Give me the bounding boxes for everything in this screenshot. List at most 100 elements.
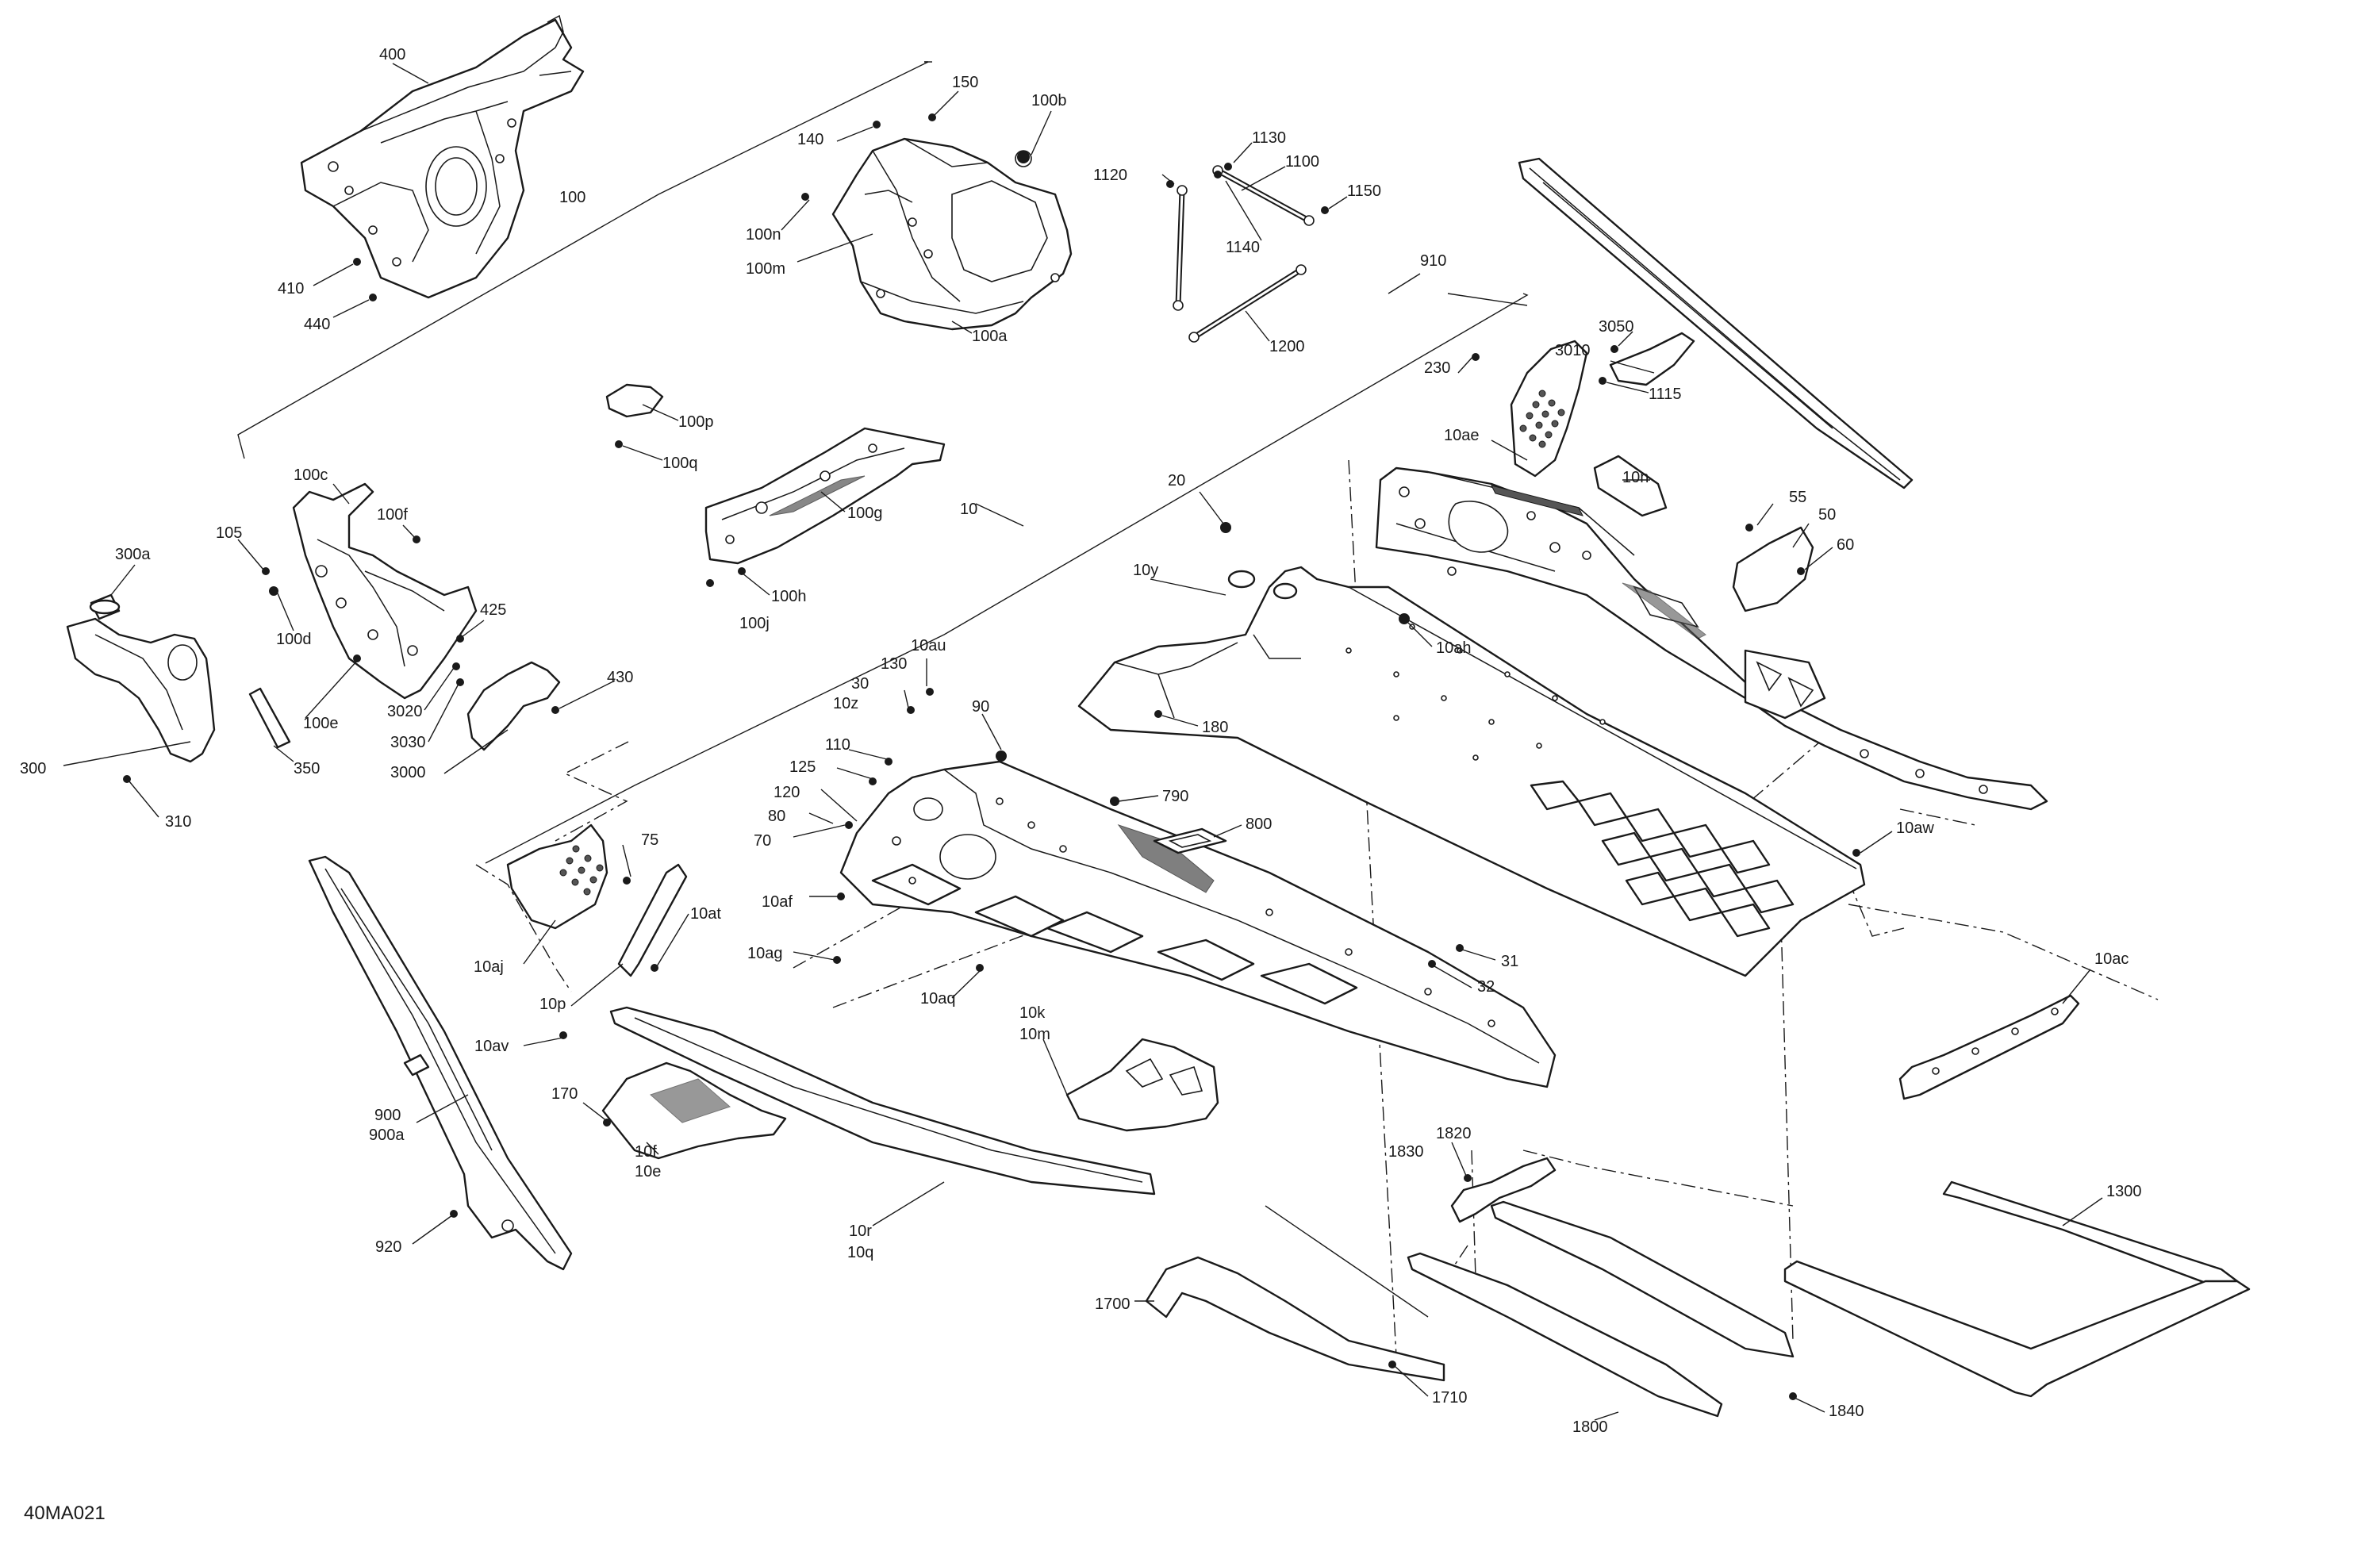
callout-1200: 1200 — [1269, 338, 1305, 355]
callout-1300: 1300 — [2106, 1183, 2142, 1200]
callout-10ae: 10ae — [1444, 427, 1480, 444]
callout-400: 400 — [379, 46, 405, 63]
part-10ae-bracket — [1510, 332, 1695, 517]
callout-10ac: 10ac — [2094, 950, 2129, 968]
reference-code: 40MA021 — [24, 1503, 106, 1524]
callout-100n: 100n — [746, 226, 781, 244]
callout-90: 90 — [972, 698, 989, 716]
callout-10au: 10au — [911, 637, 946, 654]
callout-10: 10 — [960, 501, 977, 518]
callout-100e: 100e — [303, 715, 339, 732]
callout-100m: 100m — [746, 260, 785, 278]
callout-100b: 100b — [1031, 92, 1067, 109]
callout-55: 55 — [1789, 489, 1806, 506]
callout-430: 430 — [607, 669, 633, 686]
callout-350: 350 — [294, 760, 320, 777]
part-50-plate — [1732, 526, 1814, 612]
callout-80: 80 — [768, 808, 785, 825]
callout-100a: 100a — [972, 328, 1008, 345]
callout-100g: 100g — [847, 505, 883, 522]
part-10ac-rail — [1898, 994, 2080, 1100]
callout-10n: 10n — [1622, 469, 1649, 486]
callout-1140: 1140 — [1226, 239, 1260, 256]
part-10f-footrest — [601, 1061, 787, 1160]
callout-300: 300 — [20, 760, 46, 777]
callout-425: 425 — [480, 601, 506, 619]
callout-1120: 1120 — [1093, 167, 1127, 184]
callout-10q: 10q — [847, 1244, 873, 1261]
part-1700-running-board — [1145, 1256, 1445, 1382]
callout-110: 110 — [825, 736, 850, 754]
callout-100q: 100q — [662, 455, 698, 472]
callout-labels: 400 100 140 150 100b 100n 100m 100a 410 … — [20, 46, 2142, 1436]
callout-60: 60 — [1837, 536, 1854, 554]
callout-3020: 3020 — [387, 703, 423, 720]
callout-1710: 1710 — [1432, 1389, 1468, 1407]
callout-1840: 1840 — [1829, 1403, 1864, 1420]
callout-leader-lines — [63, 63, 2103, 1421]
callout-10y: 10y — [1133, 562, 1158, 579]
callout-10p: 10p — [539, 996, 566, 1013]
callout-100: 100 — [559, 189, 585, 206]
part-10-tunnel — [1077, 566, 1866, 977]
part-400-front-frame — [300, 14, 585, 299]
callout-10z: 10z — [833, 695, 858, 712]
callout-3000: 3000 — [390, 764, 426, 781]
callout-910: 910 — [1420, 252, 1446, 270]
callout-3050: 3050 — [1599, 318, 1634, 336]
callout-300a: 300a — [115, 546, 151, 563]
part-1300-bumper — [1783, 1180, 2251, 1398]
part-1100-1200-rods — [1173, 165, 1315, 343]
callout-70: 70 — [754, 832, 771, 850]
callout-3030: 3030 — [390, 734, 426, 751]
callout-10aq: 10aq — [920, 990, 956, 1008]
callout-31: 31 — [1501, 953, 1518, 970]
part-100-bulkhead — [831, 137, 1073, 331]
callout-900: 900 — [374, 1107, 401, 1124]
callout-100c: 100c — [294, 466, 328, 484]
callout-50: 50 — [1818, 506, 1836, 524]
callout-105: 105 — [216, 524, 242, 542]
callout-10m: 10m — [1019, 1026, 1050, 1043]
part-10p-bracket — [617, 863, 688, 977]
callout-1130: 1130 — [1252, 129, 1286, 147]
callout-10k: 10k — [1019, 1004, 1046, 1022]
part-900-pillar-strut — [308, 855, 573, 1271]
callout-10at: 10at — [690, 905, 721, 923]
part-300-spindle-bracket — [66, 593, 291, 763]
callout-10af: 10af — [762, 893, 793, 911]
callout-10ah: 10ah — [1436, 639, 1472, 657]
callout-310: 310 — [165, 813, 191, 831]
callout-3010: 3010 — [1555, 342, 1591, 359]
fasteners — [123, 113, 1860, 1400]
callout-440: 440 — [304, 316, 330, 333]
callout-10aw: 10aw — [1896, 819, 1934, 837]
callout-75: 75 — [641, 831, 658, 849]
callout-120: 120 — [774, 784, 800, 801]
callout-125: 125 — [789, 758, 816, 776]
callout-800: 800 — [1246, 816, 1272, 833]
callout-100p: 100p — [678, 413, 714, 431]
part-10-right-side-rail — [1375, 466, 2048, 811]
part-800-plate — [1153, 827, 1227, 854]
part-10k-plate — [1065, 1038, 1219, 1132]
callout-1800: 1800 — [1572, 1418, 1608, 1436]
callout-1700: 1700 — [1095, 1295, 1130, 1313]
part-3000-bracket — [466, 661, 561, 751]
callout-170: 170 — [551, 1085, 578, 1103]
part-100p-cap — [605, 383, 664, 418]
callout-180: 180 — [1202, 719, 1228, 736]
callout-140: 140 — [797, 131, 823, 148]
callout-10ag: 10ag — [747, 945, 783, 962]
callout-10aj: 10aj — [474, 958, 504, 976]
tunnel-cooler-cutouts — [1530, 780, 1795, 938]
callout-1150: 1150 — [1347, 182, 1381, 200]
callout-100d: 100d — [276, 631, 312, 648]
callout-1820: 1820 — [1436, 1125, 1472, 1142]
callout-10f: 10f — [635, 1143, 657, 1161]
callout-30: 30 — [851, 675, 869, 693]
callout-130: 130 — [881, 655, 907, 673]
callout-32: 32 — [1477, 978, 1495, 996]
